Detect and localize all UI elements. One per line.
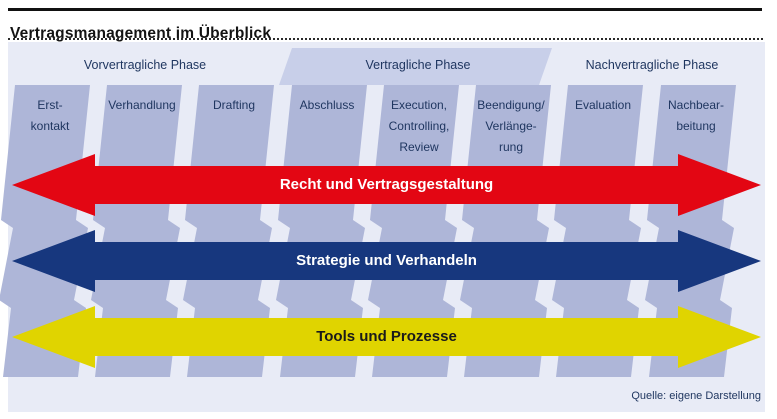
phase-band-highlight [279,48,552,85]
column-label-2: Drafting [212,98,256,112]
arrow-label-law: Recht und Vertragsgestaltung [279,176,494,193]
column-shape-6 [552,85,643,377]
source-note: Quelle: eigene Darstellung [631,390,761,402]
phase-label-pre: Vorvertragliche Phase [83,58,207,72]
arrow-label-tools: Tools und Prozesse [316,328,457,345]
column-shape-0 [0,85,90,377]
column-shape-4 [368,85,459,377]
arrow-shape-2 [12,306,761,368]
title-dotted-rule [8,38,763,40]
column-label-6: Evaluation [574,98,632,112]
column-label-0: Erst- kontakt [30,98,70,133]
column-shape-5 [460,85,551,377]
column-shape-1 [91,85,182,377]
column-label-5: Beendigung/ Verlänge- rung [477,98,545,154]
arrow-shape-0 [12,154,761,216]
phase-label-post: Nachvertragliche Phase [585,58,719,72]
column-label-7: Nachbear- beitung [667,98,725,133]
phase-label-contract: Vertragliche Phase [365,58,471,72]
column-shape-3 [276,85,367,377]
column-label-3: Abschluss [299,98,355,112]
column-shape-2 [183,85,274,377]
column-label-1: Verhandlung [108,98,176,112]
column-shape-7 [645,85,736,377]
column-label-4: Execution, Controlling, Review [388,98,450,154]
title-top-rule [8,8,762,11]
arrow-shape-1 [12,230,761,292]
arrow-label-strategy: Strategie und Verhandeln [296,252,477,269]
